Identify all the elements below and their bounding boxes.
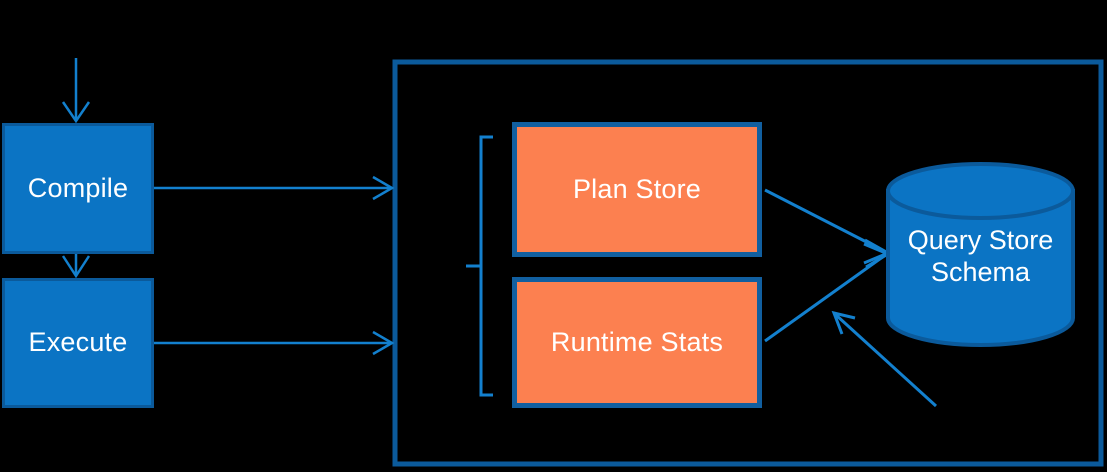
node-plan-store-label: Plan Store <box>572 173 702 204</box>
query-store-schema-cylinder <box>886 162 1075 347</box>
edge-execute-to-container <box>154 330 395 356</box>
query-store-container-boundary <box>392 59 1104 467</box>
store-group-bracket <box>466 135 493 397</box>
edge-compile-to-container <box>154 175 395 201</box>
node-compile[interactable]: Compile <box>2 123 154 254</box>
node-runtime-stats-label: Runtime Stats <box>550 326 724 357</box>
node-compile-label: Compile <box>27 172 129 203</box>
edge-input-to-compile <box>61 58 91 124</box>
node-execute-label: Execute <box>28 327 128 358</box>
node-plan-store[interactable]: Plan Store <box>512 122 762 257</box>
edge-external-to-schema <box>831 310 938 408</box>
edge-runtime-stats-to-schema <box>764 242 892 343</box>
node-runtime-stats[interactable]: Runtime Stats <box>512 277 762 408</box>
node-execute[interactable]: Execute <box>2 278 154 408</box>
edge-plan-store-to-schema <box>764 188 892 265</box>
edge-compile-to-execute <box>61 253 91 279</box>
